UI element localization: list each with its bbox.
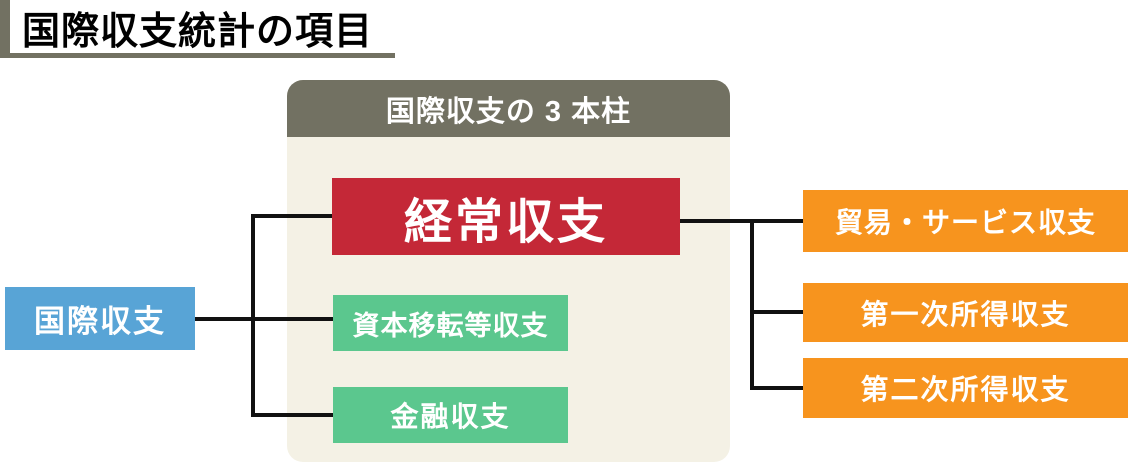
pillars-panel-header: 国際収支の 3 本柱 xyxy=(287,80,730,137)
box-balance-of-payments: 国際収支 xyxy=(5,287,195,350)
box-secondary-income: 第二次所得収支 xyxy=(803,358,1128,418)
title-underline xyxy=(10,53,395,58)
box-financial-account: 金融収支 xyxy=(333,387,568,443)
box-capital-transfers: 資本移転等収支 xyxy=(333,295,568,351)
connector-to-primary-income xyxy=(750,310,803,314)
connector-root-horizontal xyxy=(193,317,333,321)
connector-left-vertical xyxy=(251,214,255,417)
title-accent-bar xyxy=(0,0,10,58)
box-primary-income: 第一次所得収支 xyxy=(803,283,1128,342)
box-trade-services-balance: 貿易・サービス収支 xyxy=(803,190,1128,252)
connector-right-vertical xyxy=(750,219,754,390)
box-current-account: 経常収支 xyxy=(332,178,680,255)
page-title: 国際収支統計の項目 xyxy=(22,10,374,53)
connector-to-current-account xyxy=(251,214,332,218)
connector-current-to-trade xyxy=(680,219,803,223)
connector-to-financial-account xyxy=(251,413,333,417)
connector-to-secondary-income xyxy=(750,386,803,390)
